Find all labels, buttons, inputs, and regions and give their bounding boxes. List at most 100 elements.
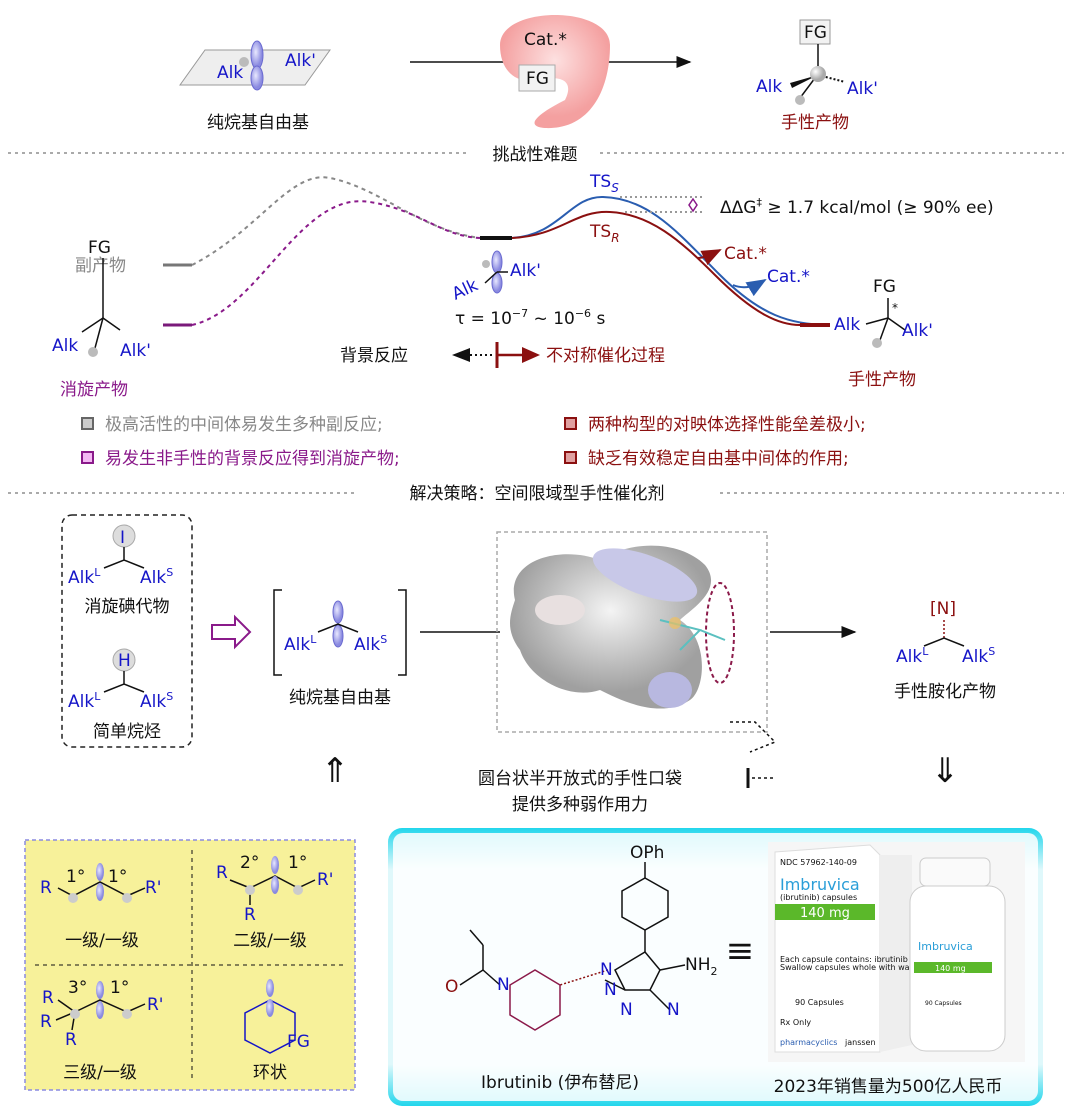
radical-intermediate: Alk' Alk: [449, 250, 541, 305]
chiral-product-caption: 手性产物: [781, 113, 849, 133]
svg-text:AlkL: AlkL: [896, 645, 929, 667]
drug-name: Ibrutinib (伊布替尼): [481, 1073, 639, 1093]
svg-text:AlkS: AlkS: [140, 690, 173, 712]
n-atom: N: [667, 1000, 680, 1020]
svg-text:AlkL: AlkL: [284, 633, 317, 655]
svg-text:FG: FG: [88, 238, 111, 258]
ts-r-pathway: [511, 210, 830, 326]
alk-prime-label: Alk': [847, 79, 878, 99]
svg-text:R: R: [42, 988, 54, 1008]
svg-text:90 Capsules: 90 Capsules: [925, 1000, 962, 1007]
svg-text:R: R: [216, 863, 228, 883]
chiral-product-energy-structure: FG * Alk Alk': [834, 277, 933, 348]
chiral-product-structure: FG Alk Alk': [756, 19, 878, 105]
radical-caption: 纯烷基自由基: [289, 688, 391, 708]
ts-s-pathway: [511, 195, 831, 326]
svg-text:Each capsule contains: ibrutin: Each capsule contains: ibrutinib 140 mg: [780, 955, 941, 964]
fg-label: FG: [526, 69, 549, 89]
svg-text:1°: 1°: [66, 867, 85, 887]
svg-text:R: R: [40, 1012, 52, 1032]
byproduct-pathway: [191, 176, 481, 266]
svg-text:1°: 1°: [288, 853, 307, 873]
amine-group: NH2: [685, 955, 718, 978]
svg-text:2°: 2°: [240, 853, 259, 873]
energy-profile: [163, 176, 831, 327]
amine-product-label: 手性胺化产物: [894, 682, 996, 702]
alk-label: Alk: [756, 77, 782, 97]
byproduct-label: 副产物: [75, 256, 126, 276]
iodide-label: 消旋碘代物: [85, 597, 170, 617]
bullet-text: 两种构型的对映体选择性能垒差极小;: [588, 415, 866, 435]
n-atom: N: [604, 980, 617, 1000]
chiral-product-label: 手性产物: [848, 370, 916, 390]
svg-text:Imbruvica: Imbruvica: [780, 875, 860, 894]
branch-arrow-icon: [452, 342, 540, 368]
svg-text:140 mg: 140 mg: [800, 906, 850, 921]
svg-text:90 Capsules: 90 Capsules: [795, 998, 844, 1007]
svg-text:Alk: Alk: [52, 336, 78, 356]
catalyst-label: Cat.*: [524, 30, 567, 50]
svg-text:(ibrutinib) capsules: (ibrutinib) capsules: [780, 893, 857, 902]
energy-gap-diamond-icon: [688, 197, 698, 213]
svg-text:R': R': [147, 995, 164, 1015]
n-atom: N: [497, 975, 510, 995]
svg-text:Alk: Alk: [834, 315, 860, 335]
scope-secondary-primary: R R R' 2° 1° 二级/一级: [216, 853, 334, 951]
simple-alkane: H AlkL AlkS: [68, 648, 173, 712]
challenge-heading: 挑战性难题: [493, 145, 578, 165]
pure-alkyl-radical-plane: Alk Alk': [179, 40, 331, 91]
svg-text:Alk': Alk': [902, 321, 933, 341]
alk-prime-label: Alk': [285, 51, 316, 71]
bullet-text: 缺乏有效稳定自由基中间体的作用;: [588, 449, 849, 469]
svg-text:R: R: [244, 905, 256, 925]
fg-label: FG: [804, 23, 827, 43]
svg-text:H: H: [118, 651, 131, 671]
svg-text:Rx Only: Rx Only: [780, 1018, 811, 1027]
svg-text:R: R: [40, 878, 52, 898]
background-pathway: [191, 200, 481, 326]
svg-text:1°: 1°: [110, 978, 129, 998]
scope-cyclic: FG 环状: [244, 979, 310, 1083]
svg-text:Swallow capsules whole with wa: Swallow capsules whole with water: [780, 963, 922, 972]
bracketed-radical: AlkL AlkS: [273, 589, 407, 676]
svg-text:AlkS: AlkS: [962, 645, 995, 667]
down-double-arrow-icon: ⇓: [931, 751, 960, 791]
cat-release-red-label: Cat.*: [724, 244, 767, 264]
svg-text:[N]: [N]: [930, 599, 956, 619]
scope-primary-primary: R R' 1° 1° 一级/一级: [40, 863, 162, 951]
cat-release-arrow-red: [696, 249, 722, 266]
alk-label: Alk: [217, 63, 243, 83]
pocket-caption-line1: 圆台状半开放式的手性口袋: [478, 769, 682, 789]
background-reaction-label: 背景反应: [340, 346, 408, 366]
cat-release-arrow-blue: [732, 278, 767, 297]
racemic-product-structure: FG Alk Alk': [52, 238, 151, 361]
alk-prime-label: Alk': [510, 261, 541, 281]
svg-text:Alk': Alk': [120, 341, 151, 361]
chiral-amine-product: [N] AlkL AlkS: [896, 599, 995, 667]
svg-text:AlkL: AlkL: [68, 690, 101, 712]
n-atom: N: [600, 960, 613, 980]
radical-caption: 纯烷基自由基: [207, 113, 309, 133]
svg-text:3°: 3°: [68, 978, 87, 998]
svg-text:janssen: janssen: [844, 1038, 876, 1047]
ts-r-label: TSR: [589, 222, 620, 245]
ddg-annotation: ΔΔG‡ ≥ 1.7 kcal/mol (≥ 90% ee): [720, 196, 994, 218]
substrates-box: [61, 514, 193, 748]
pocket-caption-line2: 提供多种弱作用力: [512, 795, 648, 815]
svg-text:R: R: [65, 1030, 77, 1050]
asymmetric-catalysis-label: 不对称催化过程: [546, 346, 665, 366]
racemic-iodide: I AlkL AlkS: [68, 524, 173, 588]
racemic-product-label: 消旋产物: [60, 380, 128, 400]
svg-text:Imbruvica: Imbruvica: [918, 940, 973, 953]
ibrutinib-structure: OPh: [459, 843, 686, 1031]
equivalence-sign: ≡: [726, 931, 755, 971]
scope-label: 二级/一级: [233, 931, 307, 951]
svg-text:OPh: OPh: [630, 843, 664, 863]
svg-text:AlkS: AlkS: [354, 633, 387, 655]
scope-label: 环状: [253, 1063, 287, 1083]
scope-label: 一级/一级: [65, 931, 139, 951]
scope-label: 三级/一级: [63, 1063, 137, 1083]
svg-text:AlkL: AlkL: [68, 566, 101, 588]
bullet-text: 易发生非手性的背景反应得到消旋产物;: [105, 449, 400, 469]
